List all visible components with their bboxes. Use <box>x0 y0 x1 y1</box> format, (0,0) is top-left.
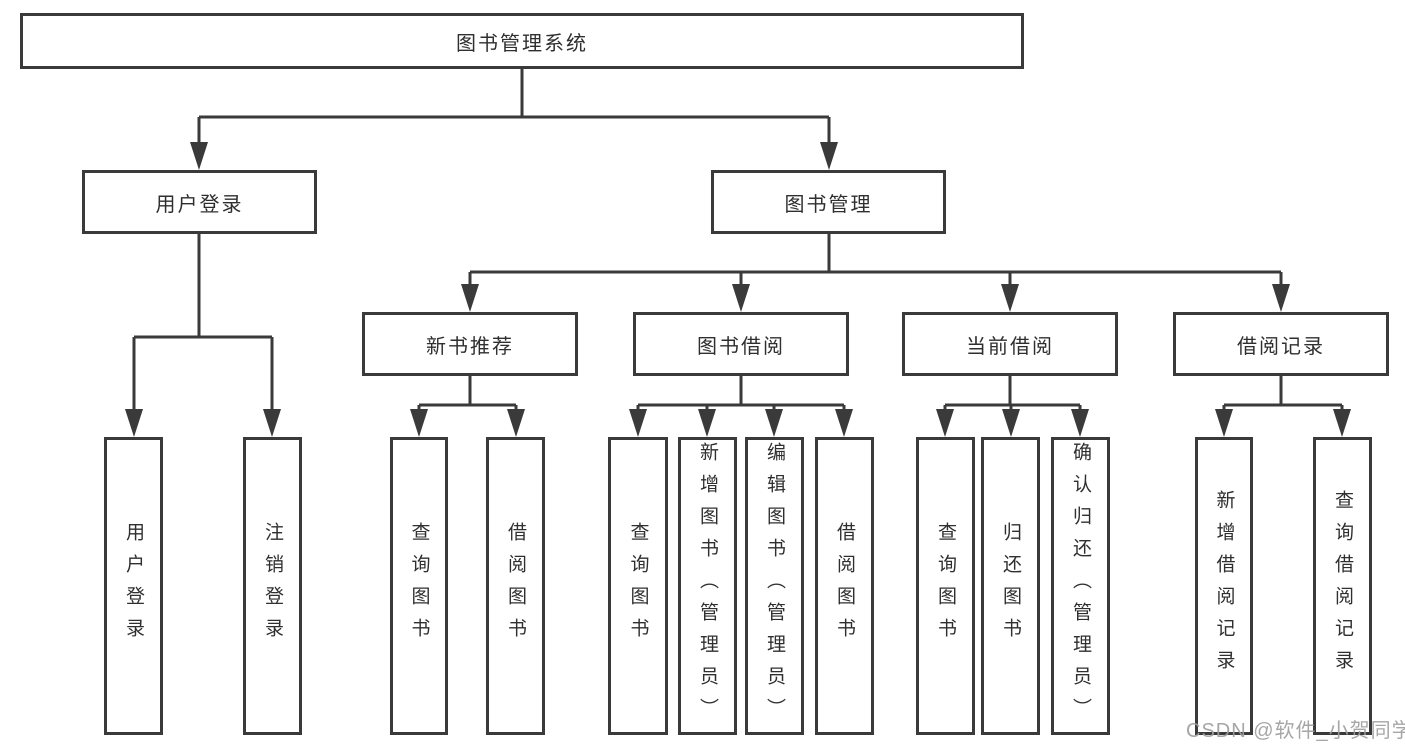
node-book-borrowing: 图书借阅 <box>633 312 849 376</box>
connector-newbook-to-leaves <box>417 376 518 413</box>
leaf-borrow-books-2: 借阅图书 <box>815 437 874 735</box>
arrow-down-icon <box>732 284 750 312</box>
arrow-down-icon <box>765 409 783 437</box>
leaf-query-books-2: 查询图书 <box>608 437 668 735</box>
arrow-down-icon <box>1001 284 1019 312</box>
arrow-down-icon <box>410 409 428 437</box>
arrow-down-icon <box>125 409 143 437</box>
leaf-logout-login: 注销登录 <box>243 437 302 735</box>
arrow-down-icon <box>507 409 525 437</box>
arrow-down-icon <box>936 409 954 437</box>
leaf-return-books: 归还图书 <box>981 437 1040 735</box>
leaf-user-login: 用户登录 <box>104 437 163 735</box>
arrow-down-icon <box>698 409 716 437</box>
arrow-down-icon <box>820 142 838 170</box>
node-user-login-label: 用户登录 <box>155 193 244 216</box>
leaf-add-borrow-record: 新增借阅记录 <box>1195 437 1253 735</box>
connector-borrowing-to-leaves <box>636 376 846 413</box>
node-book-management-label: 图书管理 <box>784 193 873 216</box>
connector-bookmgmt-to-level3 <box>468 234 1283 288</box>
node-new-book-recommend: 新书推荐 <box>362 312 578 376</box>
node-root-label: 图书管理系统 <box>456 32 588 55</box>
arrow-down-icon <box>629 409 647 437</box>
arrow-down-icon <box>835 409 853 437</box>
arrow-down-icon <box>1071 409 1089 437</box>
arrow-down-icon <box>461 284 479 312</box>
node-book-management: 图书管理 <box>711 170 946 234</box>
arrow-down-icon <box>263 409 281 437</box>
arrow-down-icon <box>1002 409 1020 437</box>
leaf-edit-book-admin: 编辑图书（管理员） <box>745 437 804 735</box>
connector-userlogin-to-leaves <box>132 234 274 413</box>
node-current-borrowing-label: 当前借阅 <box>966 335 1054 358</box>
arrow-down-icon <box>1272 284 1290 312</box>
node-new-book-recommend-label: 新书推荐 <box>426 335 514 358</box>
node-current-borrowing: 当前借阅 <box>902 312 1118 376</box>
node-user-login: 用户登录 <box>82 170 317 234</box>
leaf-query-books-1: 查询图书 <box>390 437 448 735</box>
node-root: 图书管理系统 <box>20 13 1024 69</box>
connector-records-to-leaves <box>1222 376 1344 413</box>
leaf-add-book-admin: 新增图书（管理员） <box>678 437 737 735</box>
leaf-query-books-3: 查询图书 <box>916 437 975 735</box>
leaf-confirm-return-admin: 确认归还（管理员） <box>1051 437 1110 735</box>
connector-current-to-leaves <box>943 376 1082 413</box>
node-borrowing-records: 借阅记录 <box>1173 312 1389 376</box>
arrow-down-icon <box>190 142 208 170</box>
arrow-down-icon <box>1215 409 1233 437</box>
arrow-down-icon <box>1333 409 1351 437</box>
leaf-query-borrow-record: 查询借阅记录 <box>1313 437 1372 735</box>
csdn-watermark: CSDN @软件_小贺同学 <box>1186 720 1405 742</box>
leaf-borrow-books-1: 借阅图书 <box>486 437 545 735</box>
node-borrowing-records-label: 借阅记录 <box>1237 335 1325 358</box>
connector-root-to-level2 <box>197 69 831 146</box>
node-book-borrowing-label: 图书借阅 <box>697 335 785 358</box>
